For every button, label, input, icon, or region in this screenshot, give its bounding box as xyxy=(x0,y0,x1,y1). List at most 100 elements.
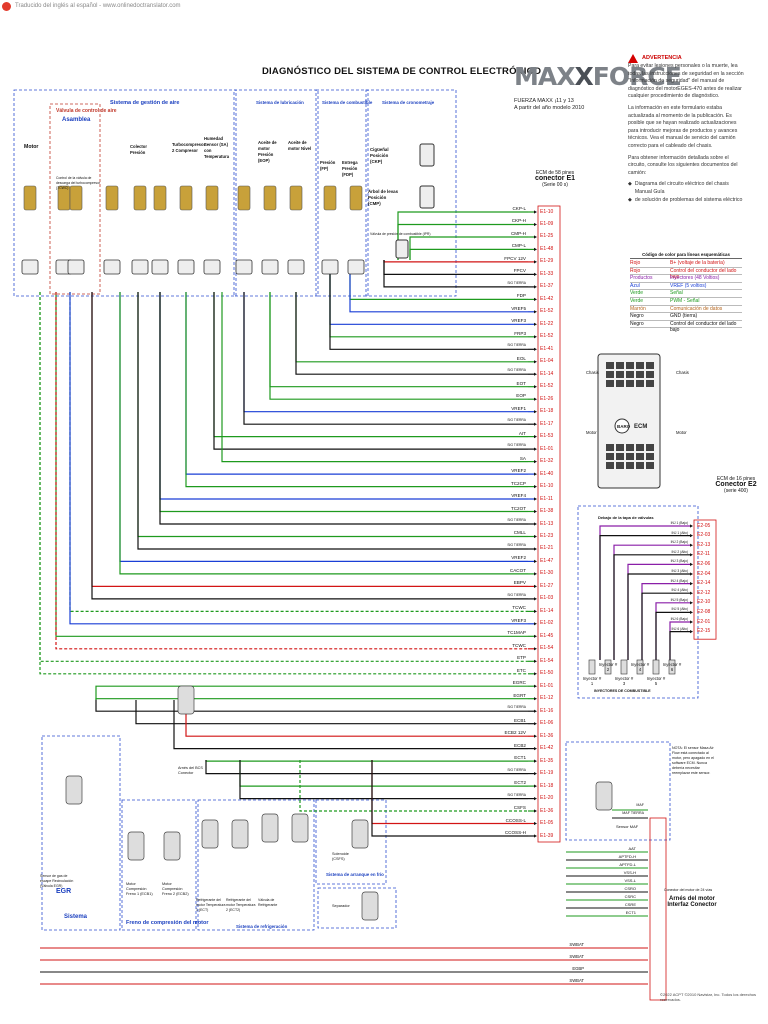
connector-e2-outline xyxy=(693,519,717,640)
pin-arrow-icon xyxy=(534,460,537,464)
pin-arrow-icon xyxy=(534,272,537,276)
pin-arrow-icon xyxy=(534,622,537,626)
wire-eop xyxy=(269,292,528,400)
injectors-label: INYECTORES DE COMBUSTIBLE xyxy=(594,689,651,693)
pin-arrow-icon xyxy=(690,524,693,528)
ecm-pin-block xyxy=(646,453,654,460)
injector-icon xyxy=(604,659,612,675)
injector-signal-label: INJ 1 (Alto) xyxy=(671,530,689,535)
compressor-sensor-icon xyxy=(179,185,193,211)
pin-arrow-icon xyxy=(534,372,537,376)
brake2-icon xyxy=(163,831,181,861)
harness-signal-label: APTFD-L xyxy=(619,862,636,867)
air-system-box xyxy=(13,89,237,297)
pin-arrow-icon xyxy=(534,322,537,326)
ecm-pin-block xyxy=(646,462,654,469)
pin-arrow-icon xyxy=(534,447,537,451)
signal-label: TCWC xyxy=(512,605,526,611)
signal-label: TC1MAP xyxy=(507,630,526,636)
cac-label: Colector Presión xyxy=(130,144,147,155)
pin-arrow-icon xyxy=(534,809,537,813)
signal-label: SIG TIERRA xyxy=(507,443,526,448)
pin-label: E2-10 xyxy=(697,599,711,606)
timing-box xyxy=(365,89,457,297)
injector-icon xyxy=(636,659,644,675)
pin-arrow-icon xyxy=(690,630,693,634)
eol-sensor-icon xyxy=(289,185,303,211)
ecm-pin-block xyxy=(626,462,634,469)
legend-description: Control del conductor del lado bajo xyxy=(670,320,737,334)
legend-description: GND (tierra) xyxy=(670,313,698,320)
sensor-connector-icon xyxy=(321,259,339,275)
pin-arrow-icon xyxy=(534,772,537,776)
pin-label: E1-14 xyxy=(540,370,554,377)
signal-label: AIT xyxy=(518,430,526,436)
injector-icon xyxy=(620,659,628,675)
pin-label: E1-45 xyxy=(540,632,554,639)
legend-description: PWM - Señal xyxy=(670,297,700,304)
pin-arrow-icon xyxy=(534,747,537,751)
wire-sig-tierra xyxy=(239,760,528,800)
pin-arrow-icon xyxy=(534,360,537,364)
pin-arrow-icon xyxy=(534,584,537,588)
pin-arrow-icon xyxy=(534,659,537,663)
signal-label: SIG TIERRA xyxy=(507,343,526,348)
ecm-pin-block xyxy=(606,453,614,460)
cmp-connector-icon xyxy=(419,185,435,209)
pin-arrow-icon xyxy=(534,734,537,738)
ecm-pin-block xyxy=(646,380,654,387)
pin-arrow-icon xyxy=(534,709,537,713)
pin-label: E2-14 xyxy=(697,580,711,587)
wire-sa xyxy=(221,292,528,463)
signal-label: VREF5 xyxy=(511,305,526,311)
signal-label: EOT xyxy=(516,380,526,386)
pin-arrow-icon xyxy=(534,547,537,551)
pin-label: E1-36 xyxy=(540,732,554,739)
pin-label: E1-52 xyxy=(540,333,554,340)
pin-label: E1-05 xyxy=(540,820,554,827)
ecm-pin-block xyxy=(626,380,634,387)
signal-label: VREF2 xyxy=(511,468,526,474)
legend-description: Inyectores (48 Voltios) xyxy=(670,275,720,282)
pin-label: E1-41 xyxy=(540,345,554,352)
legend-description: VREF (5 voltios) xyxy=(670,282,707,289)
pin-label: E1-25 xyxy=(540,233,554,240)
signal-label: VREF2 xyxy=(511,555,526,561)
sensor-connector-icon xyxy=(203,259,221,275)
pin-label: E1-12 xyxy=(540,695,554,702)
signal-label: FPCV xyxy=(513,268,526,274)
signal-label: FDP xyxy=(516,293,526,299)
signal-label: VREF4 xyxy=(511,493,526,499)
injector-signal-label: INJ 4 (Alto) xyxy=(671,588,689,593)
ecm-pin-block xyxy=(636,444,644,451)
signal-label: FPCV 12V xyxy=(504,255,526,261)
maf-note: NOTA: El sensor Masa Air Flow está conec… xyxy=(672,746,714,775)
pin-label: E1-10 xyxy=(540,208,554,215)
pin-arrow-icon xyxy=(534,834,537,838)
signal-label: ECT2 xyxy=(514,780,526,786)
pin-label: E1-47 xyxy=(540,557,554,564)
brand-logo: MAXXFORCE xyxy=(514,62,682,91)
ecm-pin-block xyxy=(606,444,614,451)
wire-vref2 xyxy=(185,292,528,475)
separator-label: Separador xyxy=(332,904,350,908)
assembly-label: Asamblea xyxy=(62,117,91,123)
pin-arrow-icon xyxy=(690,562,693,566)
egr-label: EGR xyxy=(56,888,72,895)
eop-label: Aceite de motor Presión (EOP) xyxy=(258,140,277,163)
connector-e2-title: ECM de 16 pines Conector E2 (serie 400) xyxy=(715,476,757,495)
lube-box xyxy=(233,89,319,297)
wire-vref3 xyxy=(69,292,528,625)
pin-arrow-icon xyxy=(534,235,537,239)
pin-label: E1-09 xyxy=(540,220,554,227)
legend-color-name: Verde xyxy=(630,297,644,304)
harness-bottom-label: EGBP xyxy=(572,966,584,971)
signal-label: SIG TIERRA xyxy=(507,792,526,797)
pin-arrow-icon xyxy=(690,620,693,624)
wire-ecb1 xyxy=(135,700,528,725)
pin-arrow-icon xyxy=(534,821,537,826)
injector-label: Inyector # 5 xyxy=(646,676,666,686)
